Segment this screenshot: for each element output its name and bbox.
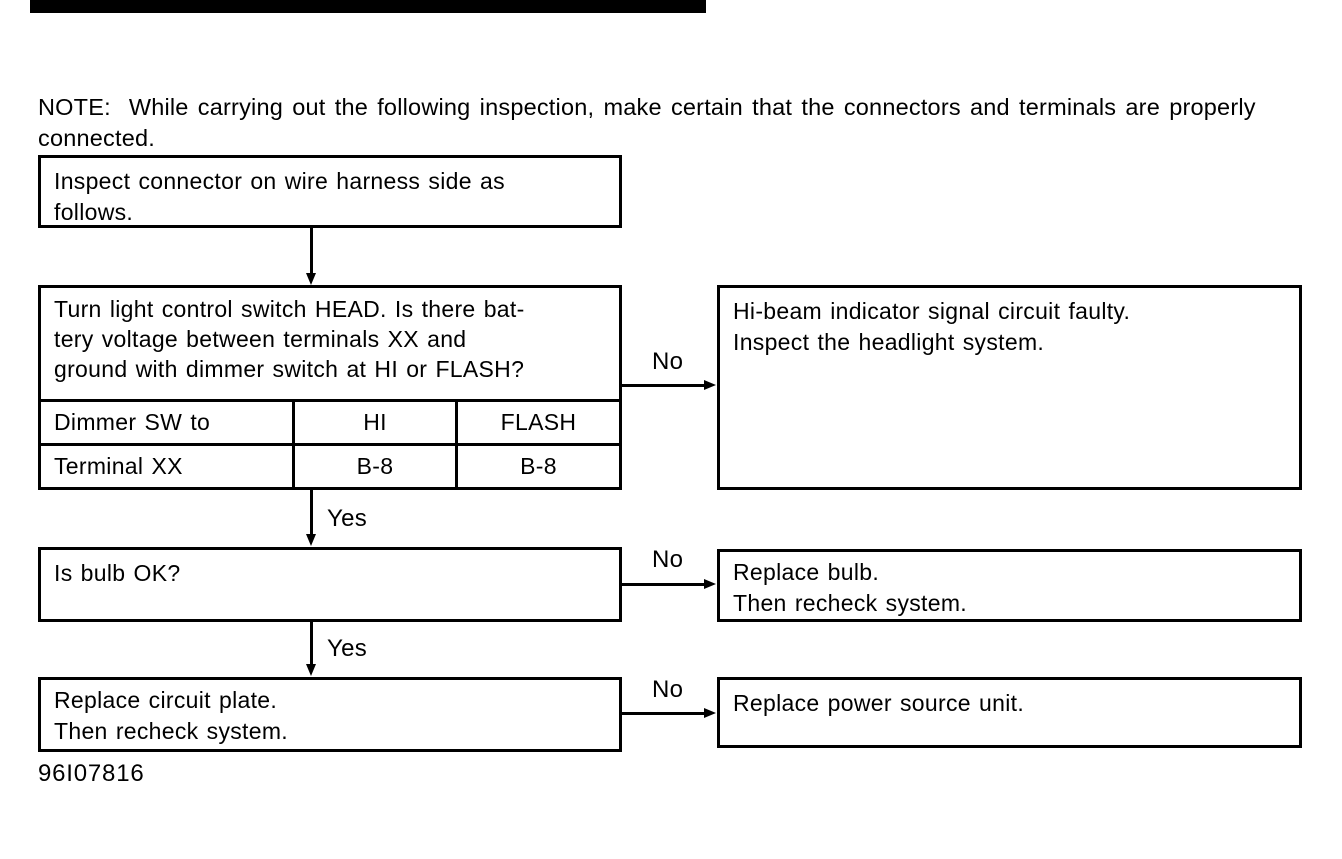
arrow-right-icon [704, 708, 716, 718]
flow-box-line: Then recheck system. [733, 590, 967, 616]
arrow-down-icon [306, 273, 316, 285]
flow-connector-no-3 [622, 712, 705, 715]
flow-box-line: Turn light control switch HEAD. Is there… [54, 296, 525, 322]
no-label-3: No [652, 676, 684, 703]
yes-label-2: Yes [327, 635, 368, 662]
flow-box-replace-power-source-unit: Replace power source unit. [717, 677, 1302, 748]
dimmer-switch-table: Dimmer SW to HI FLASH Terminal XX B-8 B-… [41, 399, 619, 487]
flow-box-bulb-check: Is bulb OK? [38, 547, 622, 622]
table-cell-dimmer-sw: Dimmer SW to [54, 409, 211, 435]
arrow-right-icon [704, 579, 716, 589]
flow-box-line: follows. [54, 199, 134, 225]
flow-box-line: Replace circuit plate. [54, 687, 278, 713]
flow-box-voltage-check: Turn light control switch HEAD. Is there… [38, 285, 622, 490]
flow-box-line: Then recheck system. [54, 718, 288, 744]
flow-connector-yes-2 [310, 622, 313, 665]
table-cell-terminal: Terminal XX [54, 453, 183, 479]
flow-box-line: Replace power source unit. [733, 690, 1025, 716]
flow-box-line: ground with dimmer switch at HI or FLASH… [54, 356, 525, 382]
note-text: NOTE:While carrying out the following in… [38, 92, 1314, 154]
arrow-down-icon [306, 664, 316, 676]
table-cell-hi-value: B-8 [292, 446, 455, 487]
yes-label-1: Yes [327, 505, 368, 532]
flow-box-line: Replace bulb. [733, 559, 880, 585]
flow-box-line: Hi-beam indicator signal circuit faulty. [733, 298, 1131, 324]
flow-connector-no-2 [622, 583, 705, 586]
table-row: Dimmer SW to HI FLASH [41, 402, 619, 446]
table-cell-flash-value: B-8 [455, 446, 619, 487]
note-label: NOTE: [38, 93, 111, 120]
flow-box-line: Inspect the headlight system. [733, 329, 1045, 355]
scan-artifact-bar [30, 0, 706, 13]
arrow-down-icon [306, 534, 316, 546]
flow-connector-down-1 [310, 228, 313, 274]
arrow-right-icon [704, 380, 716, 390]
note-body: While carrying out the following inspect… [38, 93, 1256, 151]
flow-connector-yes-1 [310, 490, 313, 535]
flow-box-line: Is bulb OK? [54, 560, 181, 586]
table-cell-hi-header: HI [292, 402, 455, 443]
flow-box-line: tery voltage between terminals XX and [54, 326, 467, 352]
table-row: Terminal XX B-8 B-8 [41, 446, 619, 487]
no-label-2: No [652, 546, 684, 573]
flow-box-inspect-connector: Inspect connector on wire harness side a… [38, 155, 622, 228]
table-cell-flash-header: FLASH [455, 402, 619, 443]
flow-connector-no-1 [622, 384, 705, 387]
flow-box-replace-circuit-plate: Replace circuit plate. Then recheck syst… [38, 677, 622, 752]
flow-box-line: Inspect connector on wire harness side a… [54, 168, 505, 194]
flow-box-replace-bulb: Replace bulb. Then recheck system. [717, 549, 1302, 622]
flow-box-hibeam-circuit-faulty: Hi-beam indicator signal circuit faulty.… [717, 285, 1302, 490]
figure-code: 96I07816 [38, 760, 145, 787]
no-label-1: No [652, 348, 684, 375]
